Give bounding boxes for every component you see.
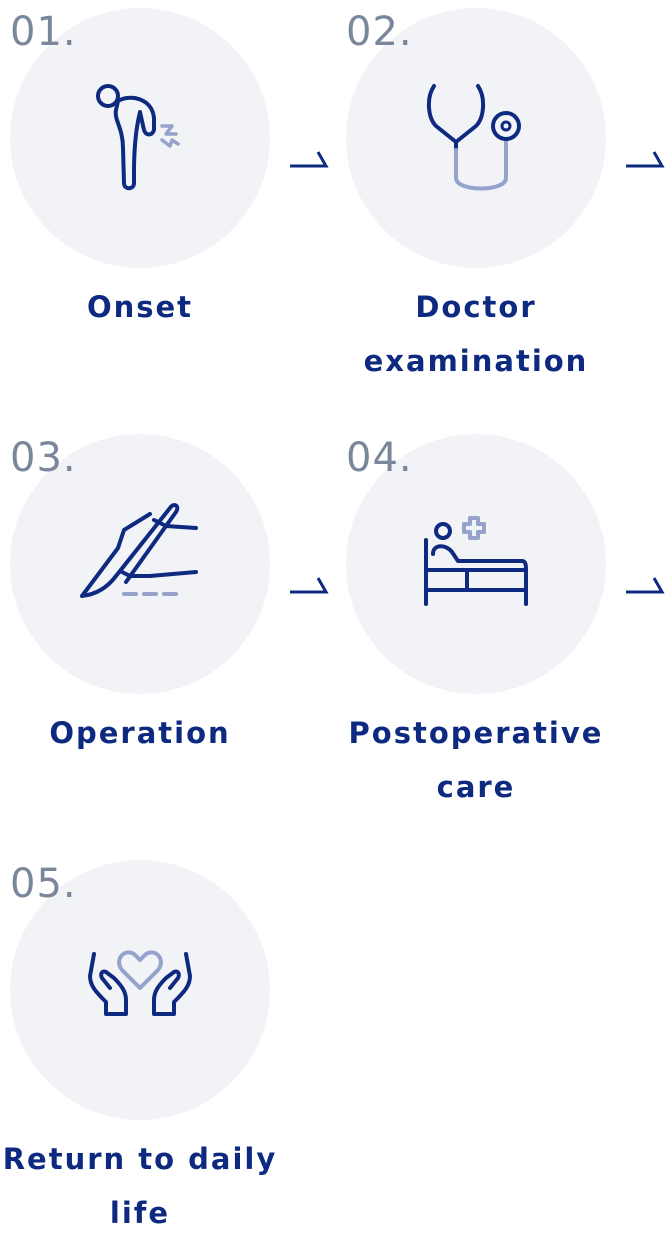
step-circle [346,434,606,694]
arrow-right-icon [626,151,665,168]
step-circle [10,8,270,268]
arrow-right-icon [626,577,665,594]
hospital-bed-icon [424,516,528,606]
step-number: 01. [10,9,77,55]
scalpel-hand-icon [80,503,198,598]
arrow-right-icon [290,151,329,168]
step-number: 05. [10,861,77,907]
step-label: Onset [86,290,194,324]
step-label: Operation [49,716,231,750]
step-label: Doctor examination [363,290,589,378]
step-label: Postoperative care [348,716,604,804]
back-pain-icon [96,84,180,191]
step-circle [346,8,606,268]
step-label: Return to daily life [2,1142,278,1230]
step-number: 03. [10,435,77,481]
step-number: 04. [346,435,413,481]
arrow-right-icon [290,577,329,594]
step-number: 02. [346,9,413,55]
heart-hands-icon [88,950,192,1016]
stethoscope-icon [427,84,521,191]
